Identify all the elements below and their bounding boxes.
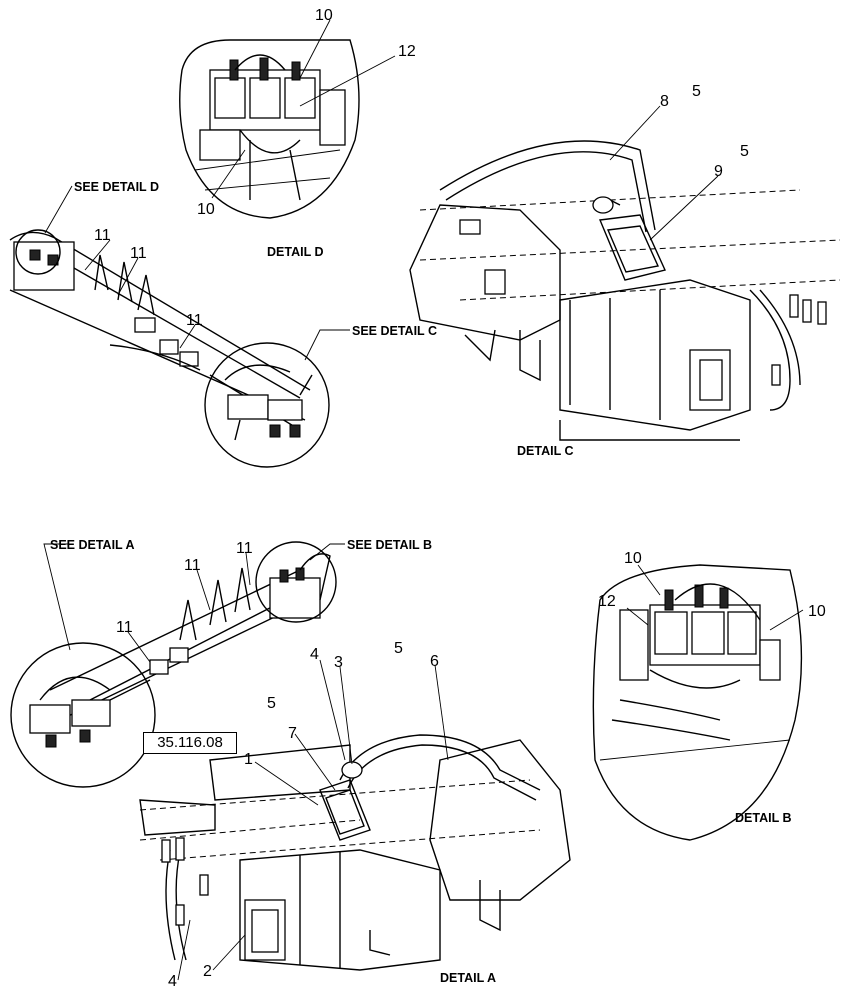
- leader-lower-11b: [245, 552, 251, 586]
- leader-a-2: [212, 934, 246, 971]
- caption-detail-b: DETAIL B: [735, 811, 791, 825]
- callout-upper-11c: 11: [186, 312, 203, 329]
- callout-lower-11b: 11: [236, 540, 253, 557]
- callout-a-4-top: 4: [310, 646, 319, 663]
- leader-c-9: [649, 175, 719, 241]
- detail-d-marker-circle: [15, 229, 61, 275]
- leader-a-3: [339, 666, 353, 765]
- callout-b-10a: 10: [624, 550, 642, 567]
- callout-c-9: 9: [714, 163, 723, 180]
- callout-upper-11a: 11: [94, 227, 111, 244]
- leader-d-12: [299, 55, 396, 107]
- label-see-detail-a: SEE DETAIL A: [50, 538, 135, 552]
- callout-b-10b: 10: [808, 603, 826, 620]
- leader-b-10a: [637, 564, 661, 596]
- callout-b-12: 12: [598, 593, 616, 610]
- leader-see-detail-b: [309, 543, 345, 561]
- callout-lower-11a: 11: [184, 557, 201, 574]
- callout-a-5b: 5: [267, 695, 276, 712]
- callout-lower-11c: 11: [116, 619, 133, 636]
- leader-a-1: [254, 761, 319, 806]
- leader-see-detail-d: [44, 185, 73, 234]
- label-see-detail-b: SEE DETAIL B: [347, 538, 432, 552]
- leader-b-12: [626, 607, 649, 626]
- label-see-detail-c: SEE DETAIL C: [352, 324, 437, 338]
- leader-a-4-top: [319, 659, 346, 761]
- callout-d-12: 12: [398, 43, 416, 60]
- detail-a-view: [139, 734, 571, 971]
- callout-a-4-bottom: 4: [168, 973, 177, 990]
- leader-a-4-bottom: [177, 919, 191, 981]
- detail-a-marker-circle: [10, 642, 156, 788]
- detail-d-view: [179, 39, 360, 219]
- callout-c-8: 8: [660, 93, 669, 110]
- leader-see-detail-a: [43, 543, 71, 651]
- detail-a-marker-content: [29, 676, 151, 748]
- leader-upper-11c: [179, 324, 196, 349]
- caption-detail-c: DETAIL C: [517, 444, 573, 458]
- leader-lower-11c: [127, 631, 151, 663]
- leader-d-10-bottom: [211, 149, 246, 199]
- callout-d-10-top: 10: [315, 7, 333, 24]
- callout-c-5b: 5: [740, 143, 749, 160]
- callout-d-10-bottom: 10: [197, 201, 215, 218]
- callout-a-6: 6: [430, 653, 439, 670]
- leader-a-6: [434, 664, 449, 761]
- callout-a-1: 1: [244, 751, 253, 768]
- callout-upper-11b: 11: [130, 245, 147, 262]
- detail-c-marker-content: [224, 364, 313, 441]
- lower-overview-view: [49, 553, 331, 721]
- detail-c-marker-circle: [204, 342, 330, 468]
- callout-a-3: 3: [334, 654, 343, 671]
- leader-c-8: [609, 105, 661, 161]
- detail-b-view: [592, 564, 803, 841]
- reference-box: 35.116.08: [143, 732, 237, 754]
- leader-upper-11b: [117, 257, 139, 296]
- callout-a-5a: 5: [394, 640, 403, 657]
- leader-lower-11a: [196, 569, 211, 611]
- leader-upper-11a: [84, 239, 111, 271]
- detail-c-view: [409, 140, 841, 441]
- leader-d-10-top: [299, 19, 331, 79]
- callout-c-5a: 5: [692, 83, 701, 100]
- label-see-detail-d: SEE DETAIL D: [74, 180, 159, 194]
- caption-detail-d: DETAIL D: [267, 245, 323, 259]
- caption-detail-a: DETAIL A: [440, 971, 496, 985]
- callout-a-2: 2: [203, 963, 212, 980]
- leader-b-10b: [769, 609, 804, 631]
- callout-a-7: 7: [288, 725, 297, 742]
- leader-see-detail-c: [304, 329, 350, 361]
- detail-b-marker-circle: [255, 541, 337, 623]
- leader-a-7: [294, 733, 336, 791]
